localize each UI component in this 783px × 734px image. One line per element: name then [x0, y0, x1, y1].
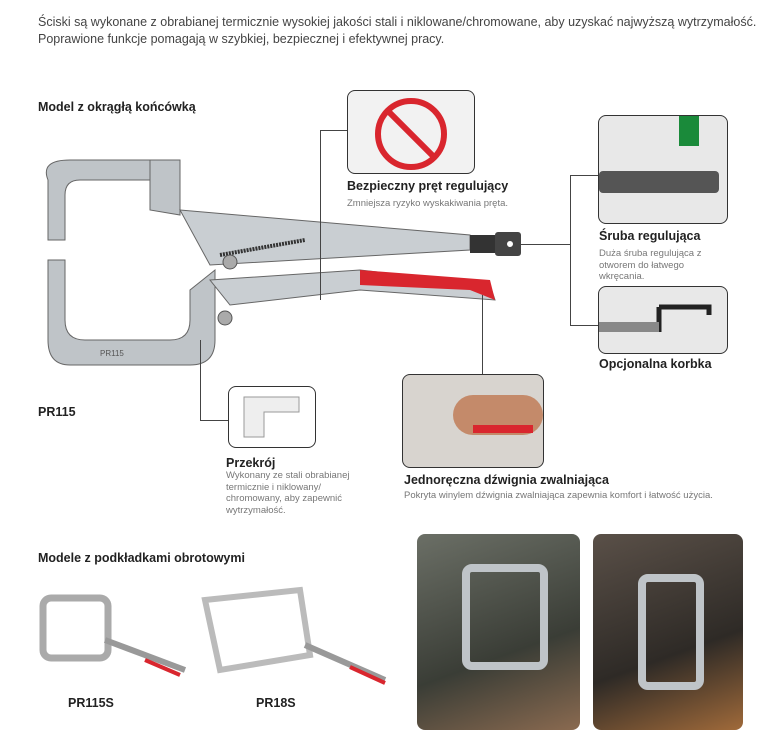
feature-desc: Wykonany ze stali obrabianej termicznie … [226, 470, 350, 516]
release-lever-image [402, 374, 544, 468]
intro-text: Ściski są wykonane z obrabianej termiczn… [38, 15, 757, 46]
tool-stamp: PR115 [100, 349, 124, 358]
section-title-round-tip: Model z okrągłą końcówką [38, 100, 196, 114]
model-label-pr115: PR115 [38, 405, 76, 419]
safety-rod-image [347, 90, 475, 174]
adjusting-screw-image [598, 115, 728, 224]
pr115s-image [39, 594, 187, 677]
crank-image [598, 286, 728, 354]
feature-title: Przekrój [226, 456, 276, 470]
feature-title: Opcjonalna korbka [599, 357, 712, 371]
cross-section-image [228, 386, 316, 448]
feature-title: Bezpieczny pręt regulujący [347, 179, 509, 193]
feature-title: Śruba regulująca [599, 229, 701, 243]
application-photo-2 [593, 534, 743, 730]
feature-desc: Duża śruba regulująca z otworem do łatwe… [599, 248, 702, 282]
feature-desc: Zmniejsza ryzyko wyskakiwania pręta. [347, 198, 509, 209]
main-clamp-image: PR115 [45, 159, 521, 366]
feature-title: Jednoręczna dźwignia zwalniająca [404, 473, 609, 487]
section-title-swivel-pads: Modele z podkładkami obrotowymi [38, 551, 245, 565]
model-label-pr115s: PR115S [68, 696, 114, 710]
pr18s-image [201, 586, 387, 685]
model-label-pr18s: PR18S [256, 696, 296, 710]
application-photo-1 [417, 534, 580, 730]
feature-desc: Pokryta winylem dźwignia zwalniająca zap… [404, 490, 713, 501]
